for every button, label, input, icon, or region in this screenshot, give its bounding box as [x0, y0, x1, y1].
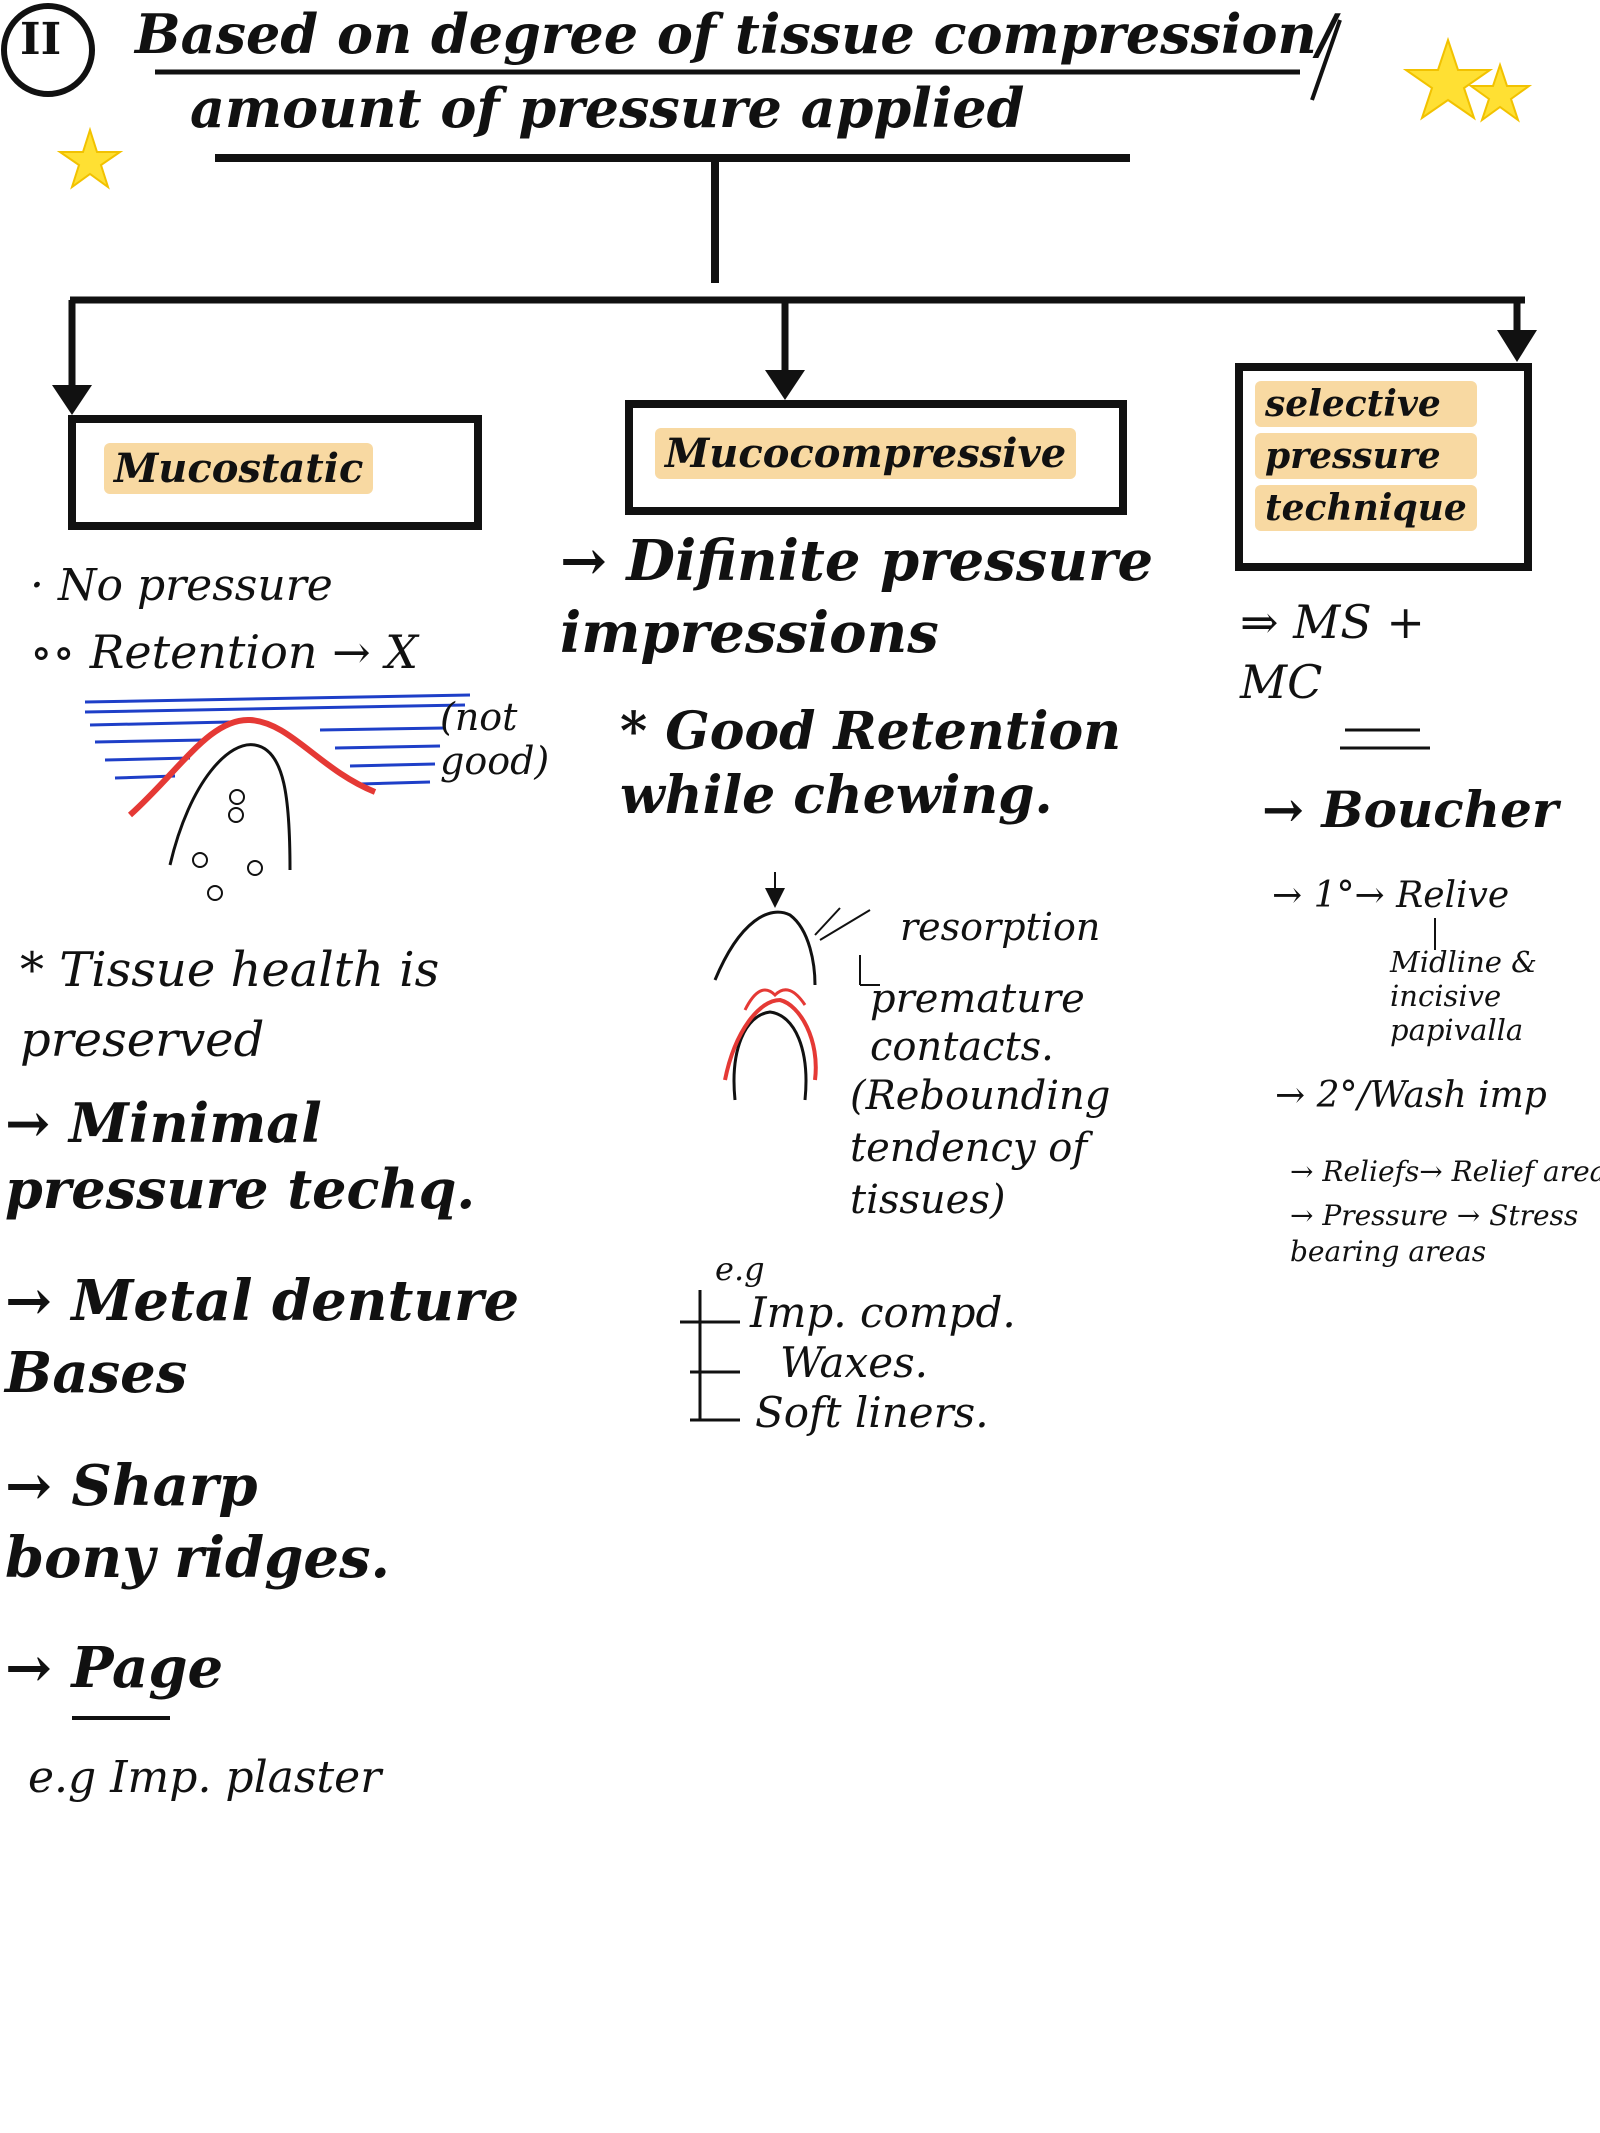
- star-icon: [1467, 61, 1533, 123]
- point-text: Tissue health is preserved: [20, 942, 440, 1068]
- sketch-label-rebounding: (Rebounding tendency of tissues): [850, 1073, 1111, 1223]
- examples-header: e.g: [715, 1250, 765, 1288]
- mucostatic-point-1: · No pressure: [30, 560, 333, 611]
- example-item: Waxes.: [780, 1338, 929, 1387]
- selective-label-line: technique: [1255, 485, 1477, 531]
- point-text: 2°/Wash imp: [1316, 1075, 1547, 1116]
- point-text: Minimal pressure techq.: [5, 1091, 476, 1221]
- mucocompressive-label: Mucocompressive: [655, 428, 1077, 479]
- selective-pressure: → Pressure → Stress bearing areas: [1290, 1199, 1579, 1268]
- point-text: Sharp bony ridges.: [5, 1453, 390, 1591]
- mucocompressive-box: Mucocompressive: [625, 400, 1127, 515]
- selective-relief: → Reliefs→ Relief area: [1290, 1155, 1600, 1188]
- example-item: Soft liners.: [755, 1388, 989, 1437]
- selective-point-2: → Boucher: [1262, 780, 1559, 839]
- mucocompressive-point-2: * Good Retention while chewing.: [620, 701, 1122, 826]
- right-arrowhead: [1497, 330, 1537, 362]
- title-slash: [1310, 19, 1342, 101]
- point-text: Retention → X: [89, 625, 418, 679]
- roman-circle: [1, 3, 95, 97]
- examples-bracket: [680, 1290, 740, 1422]
- mucostatic-box: Mucostatic: [68, 415, 482, 530]
- left-arrowhead: [52, 385, 92, 415]
- selective-label-line: selective: [1255, 381, 1477, 427]
- selective-primary: → 1°→ Relive: [1272, 875, 1510, 916]
- title-line-2: amount of pressure applied: [190, 76, 1025, 140]
- roman-numeral: II: [20, 14, 62, 65]
- point-text: Pressure → Stress bearing areas: [1290, 1199, 1579, 1268]
- point-text: 1°→ Relive: [1313, 875, 1510, 916]
- selective-box: selective pressure technique: [1235, 363, 1532, 571]
- star-icon: [1402, 36, 1494, 121]
- mucostatic-label: Mucostatic: [104, 443, 374, 494]
- point-text: Good Retention while chewing.: [620, 701, 1122, 826]
- mucostatic-point-7: → Page: [5, 1635, 224, 1701]
- mucostatic-point-2-note: (not good): [440, 695, 550, 783]
- sketch-label-resorption: resorption: [900, 905, 1101, 949]
- ridge-sketch-mucostatic: [84, 693, 471, 901]
- mucostatic-point-4: → Minimal pressure techq.: [5, 1091, 476, 1221]
- sketch-label-premature: premature contacts.: [870, 976, 1085, 1070]
- mucocompressive-point-1: → Difinite pressure impressions: [560, 528, 1154, 666]
- mucostatic-point-3: * Tissue health is preserved: [20, 942, 440, 1068]
- title-line-1: Based on degree of tissue compression/: [135, 2, 1337, 66]
- point-text: Reliefs→ Relief area: [1322, 1155, 1600, 1188]
- mucostatic-point-5: → Metal denture Bases: [5, 1268, 520, 1406]
- point-text: No pressure: [57, 560, 333, 611]
- point-text: Boucher: [1321, 780, 1559, 839]
- point-text: Page: [71, 1635, 224, 1701]
- mucostatic-example: e.g Imp. plaster: [28, 1752, 382, 1803]
- selective-point-1: ⇒ MS + MC: [1240, 595, 1425, 709]
- example-item: Imp. compd.: [750, 1288, 1016, 1337]
- selective-secondary: → 2°/Wash imp: [1275, 1075, 1547, 1116]
- middle-arrowhead: [765, 370, 805, 400]
- point-text: MS + MC: [1240, 595, 1425, 709]
- selective-label-line: pressure: [1255, 433, 1477, 479]
- ridge-sketch-mucocompressive: [713, 872, 880, 1101]
- selective-primary-sub: Midline & incisive papivalla: [1390, 945, 1537, 1047]
- point-text: Difinite pressure impressions: [560, 528, 1154, 666]
- selective-label: selective pressure technique: [1255, 381, 1477, 531]
- point-text: Metal denture Bases: [5, 1268, 520, 1406]
- mucostatic-point-6: → Sharp bony ridges.: [5, 1453, 390, 1591]
- mucostatic-point-2: ∘∘ Retention → X: [30, 625, 418, 679]
- star-icon: [56, 126, 124, 190]
